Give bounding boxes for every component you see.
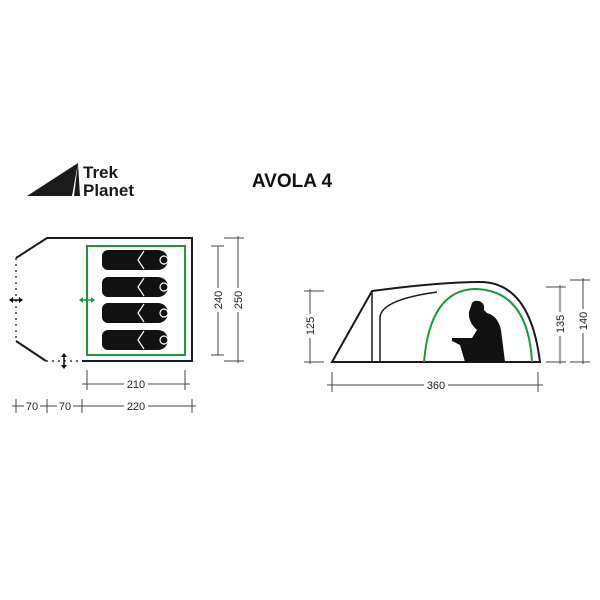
sleeping-bag-icon xyxy=(102,303,169,323)
dimension-outer-length: 250 xyxy=(224,236,245,363)
inner-tent-arc xyxy=(423,287,533,363)
svg-text:210: 210 xyxy=(127,379,145,391)
svg-text:240: 240 xyxy=(213,291,225,309)
trek-planet-logo: Trek Planet xyxy=(27,163,134,200)
svg-text:360: 360 xyxy=(427,380,445,392)
door-arrow-icon xyxy=(9,297,67,369)
svg-text:140: 140 xyxy=(578,312,590,330)
sleeping-bag-icon xyxy=(102,250,169,270)
svg-text:135: 135 xyxy=(555,315,567,333)
svg-text:70: 70 xyxy=(26,401,38,413)
sleeping-bag-icon xyxy=(102,330,169,350)
inner-door-arrow-icon xyxy=(79,297,95,303)
dimension-vestibule-height: 125 xyxy=(304,289,324,364)
dimension-bottom: 70 70 220 xyxy=(12,399,196,413)
svg-text:125: 125 xyxy=(305,317,317,335)
svg-text:220: 220 xyxy=(127,401,145,413)
logo-text-line2: Planet xyxy=(83,181,134,200)
sleeping-bag-icon xyxy=(102,277,169,297)
dimension-length: 360 xyxy=(327,372,543,392)
side-view: 125 135 140 360 xyxy=(304,278,590,392)
dimension-inner-length: 240 xyxy=(211,245,225,356)
tent-outline xyxy=(330,280,542,363)
logo-text-line1: Trek xyxy=(83,163,119,182)
sleeping-bags xyxy=(102,250,169,350)
person-silhouette-icon xyxy=(452,300,505,362)
dimension-inner-width: 210 xyxy=(82,370,190,391)
dimension-outer-height: 140 xyxy=(570,278,590,364)
product-title: AVOLA 4 xyxy=(252,171,333,192)
logo-mountain-icon xyxy=(27,163,78,196)
floor-plan: 240 250 210 70 70 220 xyxy=(9,236,245,413)
dimension-inner-height: 135 xyxy=(546,285,567,364)
svg-text:70: 70 xyxy=(59,401,71,413)
svg-text:250: 250 xyxy=(233,291,245,309)
